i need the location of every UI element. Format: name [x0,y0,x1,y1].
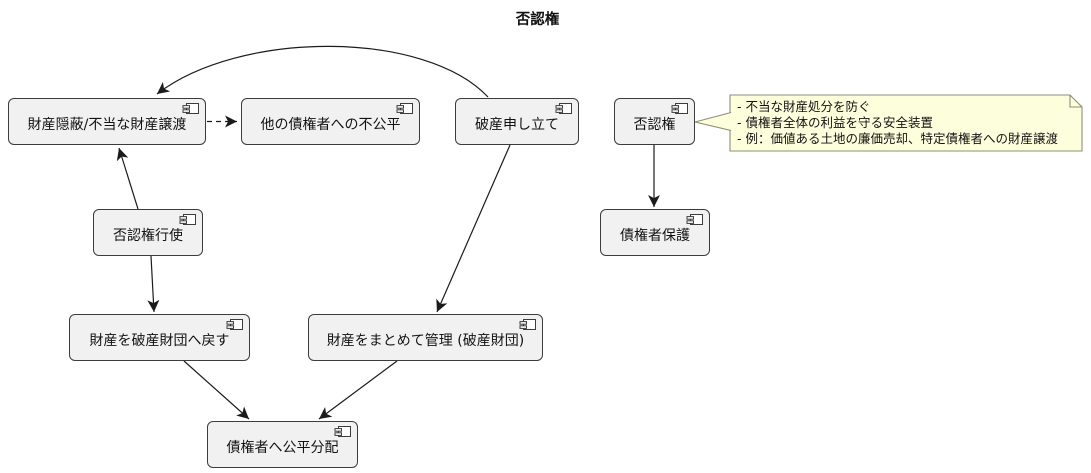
note-line: - 不当な財産処分を防ぐ [737,99,871,114]
note-line: - 債権者全体の利益を守る安全装置 [737,115,933,130]
note-connector [695,112,731,131]
node-label: 否認権行使 [113,228,183,244]
edge-bankruptcy-to-hide-assets [156,45,489,98]
component-icon [179,214,196,225]
node-bankruptcy-filing: 破産申し立て [455,98,579,145]
node-manage-assets: 財産をまとめて管理 (破産財団) [308,314,543,361]
node-fair-distribution: 債権者へ公平分配 [207,421,358,468]
node-return-assets: 財産を破産財団へ戻す [69,314,250,361]
node-label: 財産隠蔽/不当な財産譲渡 [27,117,187,133]
edge-exercise-to-return-assets [147,255,160,313]
component-icon [555,103,572,114]
edge-exercise-to-hide-assets [116,147,139,210]
note: - 不当な財産処分を防ぐ - 債権者全体の利益を守る安全装置 - 例：価値ある土… [737,99,1079,147]
edge-return-assets-to-distribution [183,360,250,420]
component-icon [671,103,688,114]
node-label: 債権者保護 [620,228,690,244]
component-icon [182,103,199,114]
component-icon [396,103,413,114]
note-line: - 例：価値ある土地の廉価売却、特定債権者への財産譲渡 [737,131,1058,146]
component-icon [686,214,703,225]
component-icon [226,319,243,330]
node-avoidance-power: 否認権 [614,98,695,145]
edge-manage-assets-to-distribution [318,360,398,420]
node-creditor-protection: 債権者保護 [600,209,710,256]
node-label: 否認権 [633,117,676,133]
node-avoidance-exercise: 否認権行使 [93,209,203,256]
node-hide-assets: 財産隠蔽/不当な財産譲渡 [8,98,206,145]
node-label: 破産申し立て [475,117,559,133]
edge-bankruptcy-to-manage-assets [436,144,511,313]
node-label: 債権者へ公平分配 [226,440,339,456]
note-connector-outline [694,111,732,132]
node-label: 他の債権者への不公平 [260,117,401,133]
component-icon [519,319,536,330]
node-label: 財産をまとめて管理 (破産財団) [326,333,525,349]
node-label: 財産を破産財団へ戻す [89,333,230,349]
component-icon [334,426,351,437]
diagram-title: 否認権 [515,12,560,28]
node-creditor-unfairness: 他の債権者への不公平 [241,98,420,145]
